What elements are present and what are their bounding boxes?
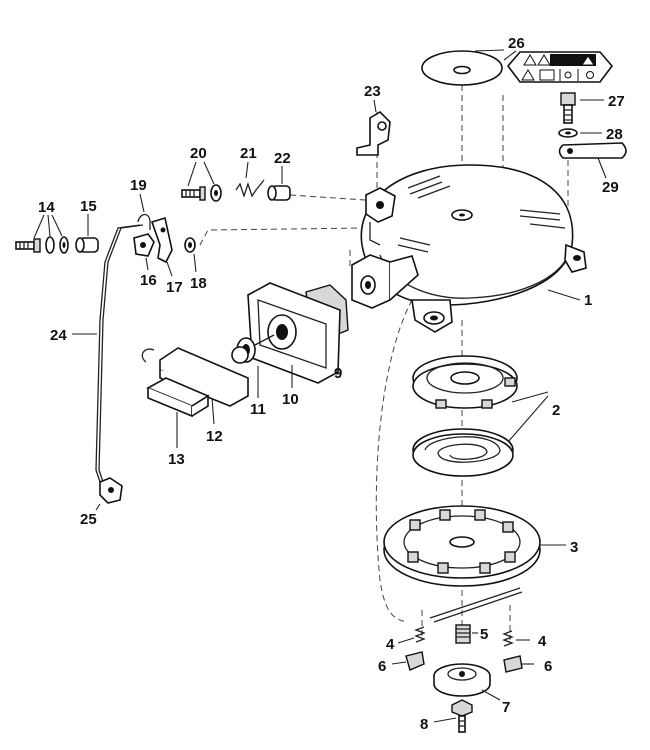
part-6-pawl-left (391, 651, 425, 671)
part-21-spring (235, 161, 265, 199)
callout-labels: 1 2 3 4 4 5 6 6 7 8 9 10 11 12 13 14 15 … (38, 35, 625, 733)
part-17-lever (150, 216, 173, 277)
part-13-handle-insert (146, 377, 210, 448)
callout-19: 19 (130, 177, 147, 194)
callout-5: 5 (480, 626, 488, 643)
callout-29: 29 (602, 179, 619, 196)
part-29-strap (558, 142, 627, 179)
callout-1: 1 (584, 292, 592, 309)
callout-4-left: 4 (386, 636, 395, 653)
callout-25: 25 (80, 511, 97, 528)
part-15-spacer (75, 214, 99, 253)
callout-23: 23 (364, 83, 381, 100)
part-5-spring (455, 624, 478, 644)
part-24-link-rod (72, 224, 144, 483)
part-12-start-handle: START (141, 346, 249, 425)
callout-17: 17 (166, 279, 183, 296)
callout-2: 2 (552, 402, 560, 419)
callout-4-right: 4 (538, 633, 547, 650)
part-8-screw (433, 699, 473, 733)
part-2-spring-cover (412, 355, 518, 409)
part-28-washer (558, 128, 602, 138)
part-26-decal (421, 49, 614, 86)
callout-11: 11 (250, 401, 266, 418)
callout-13: 13 (168, 451, 185, 468)
callout-15: 15 (80, 198, 97, 215)
part-16-clip (133, 233, 155, 271)
callout-21: 21 (240, 145, 257, 162)
part-14-screw (15, 214, 69, 254)
part-4-spring-left (397, 626, 426, 644)
callout-14: 14 (38, 199, 55, 216)
callout-9: 9 (334, 365, 342, 382)
part-2-rewind-spring (412, 391, 549, 477)
callout-6-left: 6 (378, 658, 386, 675)
callout-16: 16 (140, 272, 157, 289)
part-7-friction-plate (433, 663, 501, 701)
part-20-screw-washer (181, 161, 222, 202)
part-27-bolt (560, 92, 604, 124)
part-1-housing (351, 164, 587, 333)
callout-26: 26 (508, 35, 525, 52)
part-6-pawl-right (503, 655, 534, 673)
callout-28: 28 (606, 126, 623, 143)
callout-6-right: 6 (544, 658, 552, 675)
callout-12: 12 (206, 428, 223, 445)
callout-7: 7 (502, 699, 510, 716)
callout-27: 27 (608, 93, 625, 110)
part-4-spring-right (502, 630, 530, 647)
callout-22: 22 (274, 150, 291, 167)
callout-18: 18 (190, 275, 207, 292)
part-18-washer (184, 237, 197, 273)
part-22-roller (267, 166, 291, 201)
part-19-pin (137, 193, 151, 230)
part-23-bracket (356, 99, 391, 156)
part-25-clip (95, 477, 123, 511)
callout-3: 3 (570, 539, 578, 556)
callout-20: 20 (190, 145, 207, 162)
part-3-pulley (383, 505, 566, 623)
callout-10: 10 (282, 391, 299, 408)
callout-24: 24 (50, 327, 67, 344)
callout-8: 8 (420, 716, 428, 733)
part-10-rope-guide (247, 282, 341, 388)
